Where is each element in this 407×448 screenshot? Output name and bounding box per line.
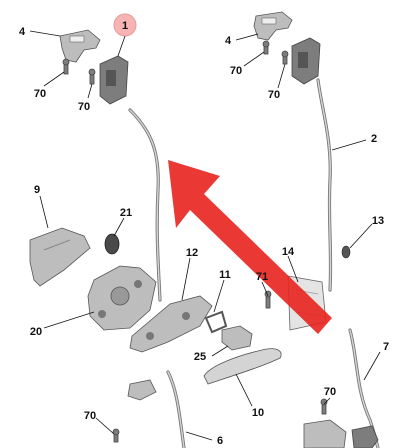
screw-left-a (62, 58, 70, 75)
callout-labels: 1 4 70 70 4 70 70 2 9 21 13 12 14 11 71 … (19, 20, 389, 447)
callout-6: 6 (217, 435, 223, 447)
interior-trim-panel (29, 227, 91, 287)
cable-bottom-left (166, 370, 186, 448)
lock-actuator-right (291, 37, 321, 85)
callout-12: 12 (186, 247, 198, 259)
callout-70-bottom-left: 70 (84, 410, 96, 422)
callout-10: 10 (252, 407, 264, 419)
callout-13: 13 (372, 215, 384, 227)
callout-4-left: 4 (19, 26, 26, 38)
callout-11: 11 (219, 269, 231, 281)
cable-right (316, 78, 333, 292)
callout-20: 20 (30, 326, 42, 338)
callout-21: 21 (120, 207, 132, 219)
callout-70-right-b: 70 (268, 89, 280, 101)
cable-left (128, 108, 162, 302)
gasket (204, 310, 228, 334)
lock-actuator-left (99, 55, 129, 105)
handle-bracket-left (59, 29, 101, 63)
lower-link-part (127, 379, 157, 401)
bottom-screw-left (112, 428, 120, 443)
callout-70-bottom-right: 70 (324, 386, 336, 398)
callout-4-right: 4 (225, 35, 232, 47)
screw-71 (264, 290, 272, 309)
red-pointer-arrow (168, 160, 332, 334)
callout-14: 14 (282, 246, 295, 258)
callout-70-left-a: 70 (34, 88, 46, 100)
seal-grommet (341, 245, 351, 259)
callout-70-right-a: 70 (230, 65, 242, 77)
door-lock-mechanism (87, 265, 157, 331)
leader-lines (29, 30, 381, 441)
callout-71: 71 (256, 271, 268, 283)
arrow-shape (168, 160, 332, 334)
screw-right-b (281, 50, 289, 65)
callout-9: 9 (34, 184, 40, 196)
screw-right-a (262, 40, 270, 55)
callout-1: 1 (122, 20, 128, 32)
rubber-plug (104, 233, 120, 255)
outer-handle (203, 348, 282, 385)
handle-base (221, 325, 253, 351)
callout-25: 25 (194, 351, 206, 363)
callout-70-left-b: 70 (78, 101, 90, 113)
screw-left-b (88, 68, 96, 85)
handle-bracket-right (253, 11, 293, 41)
callout-2: 2 (371, 133, 377, 145)
bottom-latch-right (303, 419, 379, 448)
bottom-screw-right (320, 398, 328, 415)
callout-7: 7 (383, 341, 389, 353)
inner-handle-bracket (129, 295, 213, 353)
